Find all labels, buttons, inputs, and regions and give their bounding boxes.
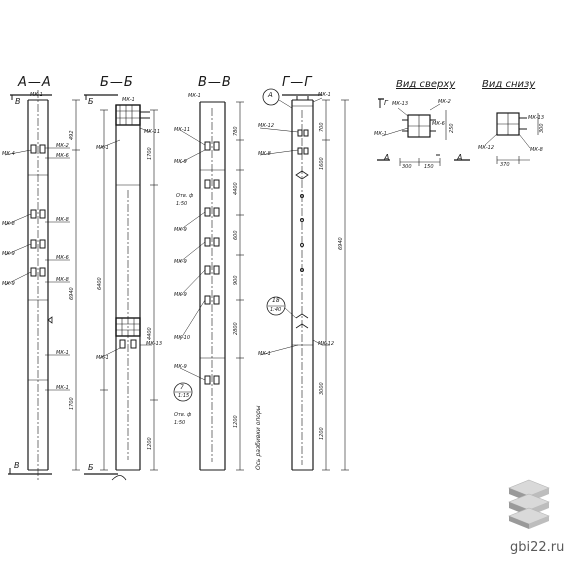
dim-4400-vv: 4400 [233,182,239,195]
label-mk6-aa: МК-6 [56,153,69,159]
dim-1700-aa: 1700 [69,397,75,410]
dim-700: 700 [319,122,325,132]
dim-4400: 4400 [147,327,153,340]
dimension-vv [236,101,244,471]
dim-1200: 1200 [147,437,153,450]
label-mk8-aa-left: МК-8 [2,221,15,227]
site-watermark[interactable]: gbi22.ru [510,540,565,555]
view-marker-a-right: A [457,153,463,162]
callout-7-top: 7 [180,384,184,391]
label-mk1-bb: МК-1 [122,97,135,103]
section-marker-b-bottom: Б [88,463,94,472]
dim-1200-gg: 1200 [319,427,325,440]
label-mk6-top: МК-6 [432,121,445,127]
label-otv-vv: Отв. ф [176,193,194,199]
section-title-vv: В—В [198,75,232,90]
label-mk1-bb-2: МК-1 [96,145,109,151]
label-mk4-aa: МК-4 [2,151,15,157]
label-mk12-gg: МК-12 [258,123,275,129]
dim-300: 300 [402,164,412,170]
label-mk11-vv: МК-11 [174,127,191,133]
dim-6940: 6940 [69,287,75,300]
dim-2800: 2800 [233,322,239,335]
label-mk11-bb: МК-11 [144,129,161,135]
view-top-drawing [377,98,470,166]
label-mk1-aa: МК-1 [30,92,43,98]
label-mk13-bottom: МК-13 [528,115,545,121]
dim-780: 780 [233,126,239,136]
label-mk12-bottom: МК-12 [478,145,495,151]
label-mk8-aa-3: МК-8 [56,277,69,283]
label-mk1-gg-2: МК-1 [258,351,271,357]
section-marker-v: В [15,97,21,106]
callout-7-bottom: 1:15 [178,393,190,399]
label-mk8-aa-right: МК-8 [56,217,69,223]
axis-note: Ось разбивки опоры [255,405,262,470]
label-mk13-bb: МК-13 [146,341,163,347]
dim-6940-gg: 6940 [338,237,344,250]
dim-900: 900 [233,275,239,285]
site-logo-icon [508,479,550,529]
label-mk2-aa: МК-2 [56,143,69,149]
dim-300-bottom: 300 [539,123,545,133]
dim-600: 600 [233,230,239,240]
dim-1600: 1600 [319,157,325,170]
column-bb [84,94,152,481]
view-top-title: Вид сверху [396,79,456,90]
callout-18-top: 18 [272,297,280,304]
label-mk10-vv: МК-10 [174,335,191,341]
dim-1700: 1700 [147,147,153,160]
dim-150: 150 [424,164,434,170]
label-mk9-vv: МК-9 [174,159,187,165]
dimension-gg [322,99,349,471]
dimension-bb [100,109,158,471]
label-mk8-gg: МК-8 [258,151,271,157]
label-mk1-top: МК-1 [374,131,387,137]
label-mk9-vv-2: МК-9 [174,227,187,233]
dimension-aa [72,99,80,471]
column-gg [259,88,323,471]
label-mk9-vv-4: МК-9 [174,292,187,298]
label-mk12-gg-2: МК-12 [318,341,335,347]
section-title-bb: Б—Б [100,75,134,90]
label-mk1-bb-3: МК-1 [96,355,109,361]
view-bottom-drawing [484,112,539,164]
dim-3000: 3000 [319,382,325,395]
label-otv-scale-vv: 1:50 [176,201,188,207]
section-title-aa: А—А [18,75,52,90]
section-title-gg: Г—Г [282,75,313,90]
section-marker-b: Б [88,97,94,106]
dim-370: 370 [500,162,510,168]
label-mk8-bottom: МК-8 [530,147,543,153]
label-mk9-vv-5: МК-9 [174,364,187,370]
label-mk9-aa-2: МК-9 [2,281,15,287]
label-mk1-vv: МК-1 [188,93,201,99]
label-mk9-vv-3: МК-9 [174,259,187,265]
view-bottom-title: Вид снизу [482,79,536,90]
label-otv-vv-2: Отв. ф [174,412,192,418]
label-mk6-aa-2: МК-6 [56,255,69,261]
label-mk2-top: МК-2 [438,99,451,105]
dim-6400: 6400 [97,277,103,290]
callout-a-gg: A [268,91,273,99]
label-mk1-gg: МК-1 [318,92,331,98]
column-vv [173,101,226,471]
dim-1200-vv: 1200 [233,415,239,428]
section-marker-v-bottom: В [14,461,20,470]
label-mk1-aa-3: МК-1 [56,385,69,391]
view-marker-a-left: A [384,153,390,162]
label-otv-scale-vv-2: 1:50 [174,420,186,426]
callout-18-bottom: 1:40 [270,307,282,313]
column-aa [4,90,70,480]
dim-250: 250 [449,123,455,133]
label-mk13-top: МК-13 [392,101,409,107]
label-mk9-aa: МК-9 [2,251,15,257]
label-mk1-aa-2: МК-1 [56,350,69,356]
dim-492: 492 [69,130,75,140]
view-marker-g: Г [384,99,388,107]
